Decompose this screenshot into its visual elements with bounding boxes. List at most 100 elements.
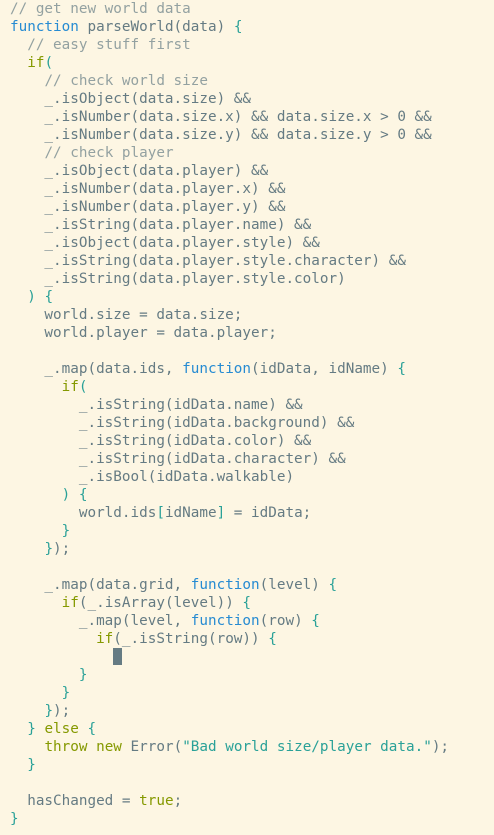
code-line[interactable]: // easy stuff first [0, 36, 494, 54]
code-token [10, 55, 27, 71]
code-token: } [61, 523, 71, 539]
code-token: world.ids [10, 505, 157, 521]
code-line[interactable]: } [0, 810, 494, 828]
code-line[interactable]: world.size = data.size; [0, 306, 494, 324]
code-token: (level) [259, 577, 329, 593]
code-token: world.player = data.player; [10, 325, 277, 341]
code-line[interactable]: _.isString(idData.character) && [0, 450, 494, 468]
code-line[interactable] [0, 648, 494, 666]
code-token: { [328, 577, 338, 593]
code-line[interactable]: _.isNumber(data.player.x) && [0, 180, 494, 198]
code-token: _.isBool(idData.walkable) [10, 469, 295, 485]
code-token: else [44, 721, 79, 737]
code-token: throw [44, 739, 88, 755]
code-token: (_.isArray(level)) [78, 595, 243, 611]
code-token: _.isString(idData.name) && [10, 397, 303, 413]
code-token: _.isString(idData.color) && [10, 433, 312, 449]
code-token: [ [156, 505, 165, 521]
code-token: (idData, idName) [251, 361, 398, 377]
code-token: _.map(data.ids, [10, 361, 183, 377]
code-line[interactable]: _.isObject(data.size) && [0, 90, 494, 108]
code-token: // check world size [44, 73, 208, 89]
code-token: _.isNumber(data.player.y) && [10, 199, 286, 215]
code-line[interactable]: } [0, 756, 494, 774]
code-token: ); [53, 541, 71, 557]
code-token [10, 595, 62, 611]
code-line[interactable]: if(_.isString(row)) { [0, 630, 494, 648]
code-token [10, 289, 27, 305]
code-line[interactable]: _.map(data.grid, function(level) { [0, 576, 494, 594]
code-token: if [96, 631, 114, 647]
code-token: } [78, 667, 88, 683]
code-token [10, 757, 27, 773]
code-line[interactable]: world.player = data.player; [0, 324, 494, 342]
code-line[interactable]: _.isBool(idData.walkable) [0, 468, 494, 486]
code-token: } [10, 811, 19, 827]
code-token: { [397, 361, 406, 377]
code-token: { [242, 595, 252, 611]
code-token: _.isNumber(data.player.x) && [10, 181, 286, 197]
code-token [10, 739, 44, 755]
code-line[interactable]: } else { [0, 720, 494, 738]
code-line[interactable]: _.isString(idData.color) && [0, 432, 494, 450]
code-line[interactable]: _.isString(idData.name) && [0, 396, 494, 414]
code-line[interactable]: // check player [0, 144, 494, 162]
code-line[interactable]: // get new world data [0, 0, 494, 18]
code-line[interactable]: if( [0, 54, 494, 72]
code-token: ) [61, 487, 71, 503]
code-token [10, 631, 96, 647]
code-token: world.size = data.size; [10, 307, 243, 323]
code-line[interactable]: throw new Error("Bad world size/player d… [0, 738, 494, 756]
code-token: function [182, 361, 252, 377]
code-token: = idData; [225, 505, 312, 521]
code-line[interactable]: if( [0, 378, 494, 396]
code-line[interactable]: hasChanged = true; [0, 792, 494, 810]
code-line[interactable] [0, 558, 494, 576]
code-line[interactable]: if(_.isArray(level)) { [0, 594, 494, 612]
code-line[interactable] [0, 342, 494, 360]
code-token: // check player [44, 145, 174, 161]
code-line[interactable]: } [0, 666, 494, 684]
code-line[interactable]: ) { [0, 288, 494, 306]
code-token: _.isString(data.player.style.color) [10, 271, 346, 287]
code-line[interactable]: _.map(data.ids, function(idData, idName)… [0, 360, 494, 378]
code-token: parseWorld(data) [78, 19, 234, 35]
code-line[interactable]: _.isNumber(data.size.y) && data.size.y >… [0, 126, 494, 144]
code-line[interactable] [0, 774, 494, 792]
code-line[interactable]: _.isNumber(data.size.x) && data.size.x >… [0, 108, 494, 126]
code-line[interactable]: } [0, 522, 494, 540]
code-token: } [27, 721, 36, 737]
code-line[interactable]: _.isString(data.player.style.color) [0, 270, 494, 288]
code-token [10, 721, 27, 737]
code-token: function [10, 19, 79, 35]
code-line[interactable]: ) { [0, 486, 494, 504]
code-token [87, 739, 96, 755]
code-token: _.isString(data.player.style.character) … [10, 253, 406, 269]
code-line[interactable]: _.isString(data.player.name) && [0, 216, 494, 234]
code-line[interactable]: } [0, 684, 494, 702]
code-token [10, 73, 44, 89]
code-line[interactable]: _.map(level, function(row) { [0, 612, 494, 630]
code-token [10, 37, 27, 53]
code-token [10, 667, 79, 683]
code-token: ( [78, 379, 88, 395]
code-line[interactable]: _.isObject(data.player) && [0, 162, 494, 180]
code-line[interactable]: }); [0, 540, 494, 558]
code-token [10, 541, 44, 557]
code-line[interactable]: function parseWorld(data) { [0, 18, 494, 36]
code-line[interactable]: world.ids[idName] = idData; [0, 504, 494, 522]
code-line[interactable]: _.isString(data.player.style.character) … [0, 252, 494, 270]
code-token: "Bad world size/player data." [182, 739, 432, 755]
code-line[interactable]: _.isNumber(data.player.y) && [0, 198, 494, 216]
code-token: _.isNumber(data.size.x) && data.size.x >… [10, 109, 432, 125]
code-token: { [87, 721, 97, 737]
code-token: ); [53, 703, 71, 719]
code-line[interactable]: // check world size [0, 72, 494, 90]
code-token [10, 703, 44, 719]
code-token: _.map(level, [10, 613, 191, 629]
code-line[interactable]: _.isString(idData.background) && [0, 414, 494, 432]
code-line[interactable]: _.isObject(data.player.style) && [0, 234, 494, 252]
code-token [10, 379, 62, 395]
code-line[interactable]: }); [0, 702, 494, 720]
